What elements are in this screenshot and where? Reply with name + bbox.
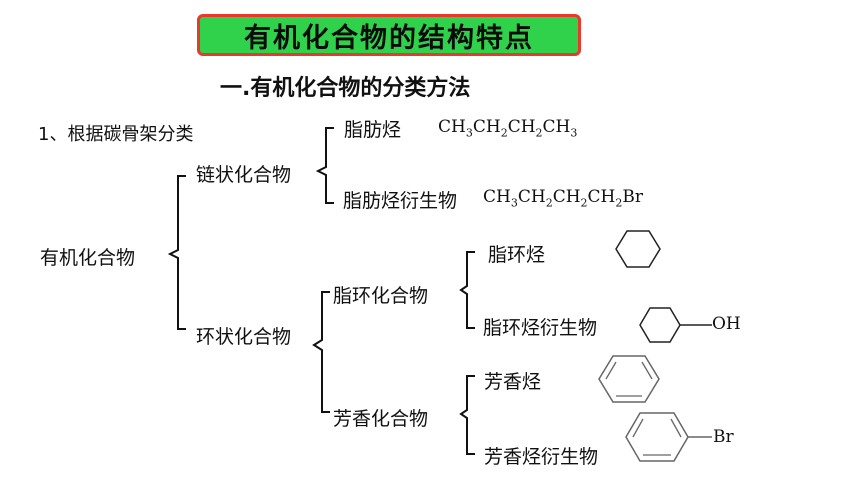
node-aromatic-hc: 芳香烃	[484, 371, 542, 393]
bromobenzene-icon	[625, 412, 712, 462]
formula-bromobutane: CH3CH2CH2CH2Br	[483, 187, 643, 210]
oh-label: OH	[712, 314, 741, 334]
bracket-aromatic	[459, 375, 475, 455]
node-aliphatic-hc: 脂肪烃	[344, 119, 402, 141]
benzene-icon	[598, 355, 660, 403]
title-banner: 有机化合物的结构特点	[197, 14, 581, 56]
bracket-root	[167, 175, 186, 330]
node-aromatic: 芳香化合物	[333, 408, 429, 430]
node-alicyclic-hc: 脂环烃	[488, 244, 546, 266]
bracket-chain	[315, 127, 334, 204]
cyclohexanol-icon	[639, 307, 712, 343]
node-alicyclic-deriv: 脂环烃衍生物	[483, 317, 598, 339]
node-chain: 链状化合物	[196, 164, 292, 186]
node-root: 有机化合物	[40, 247, 136, 269]
bracket-alicyclic	[459, 251, 475, 329]
formula-butane: CH3CH2CH2CH3	[438, 117, 578, 140]
br-label: Br	[713, 427, 734, 447]
page-title: 有机化合物的结构特点	[244, 22, 534, 54]
node-aromatic-deriv: 芳香烃衍生物	[484, 446, 599, 468]
cyclohexane-icon	[615, 230, 661, 268]
node-aliphatic-deriv: 脂肪烃衍生物	[343, 190, 458, 212]
bracket-ring	[312, 291, 330, 413]
node-ring: 环状化合物	[196, 326, 292, 348]
section-heading: 1、根据碳骨架分类	[38, 124, 194, 145]
node-alicyclic: 脂环化合物	[333, 285, 429, 307]
subtitle: 一.有机化合物的分类方法	[220, 76, 471, 101]
